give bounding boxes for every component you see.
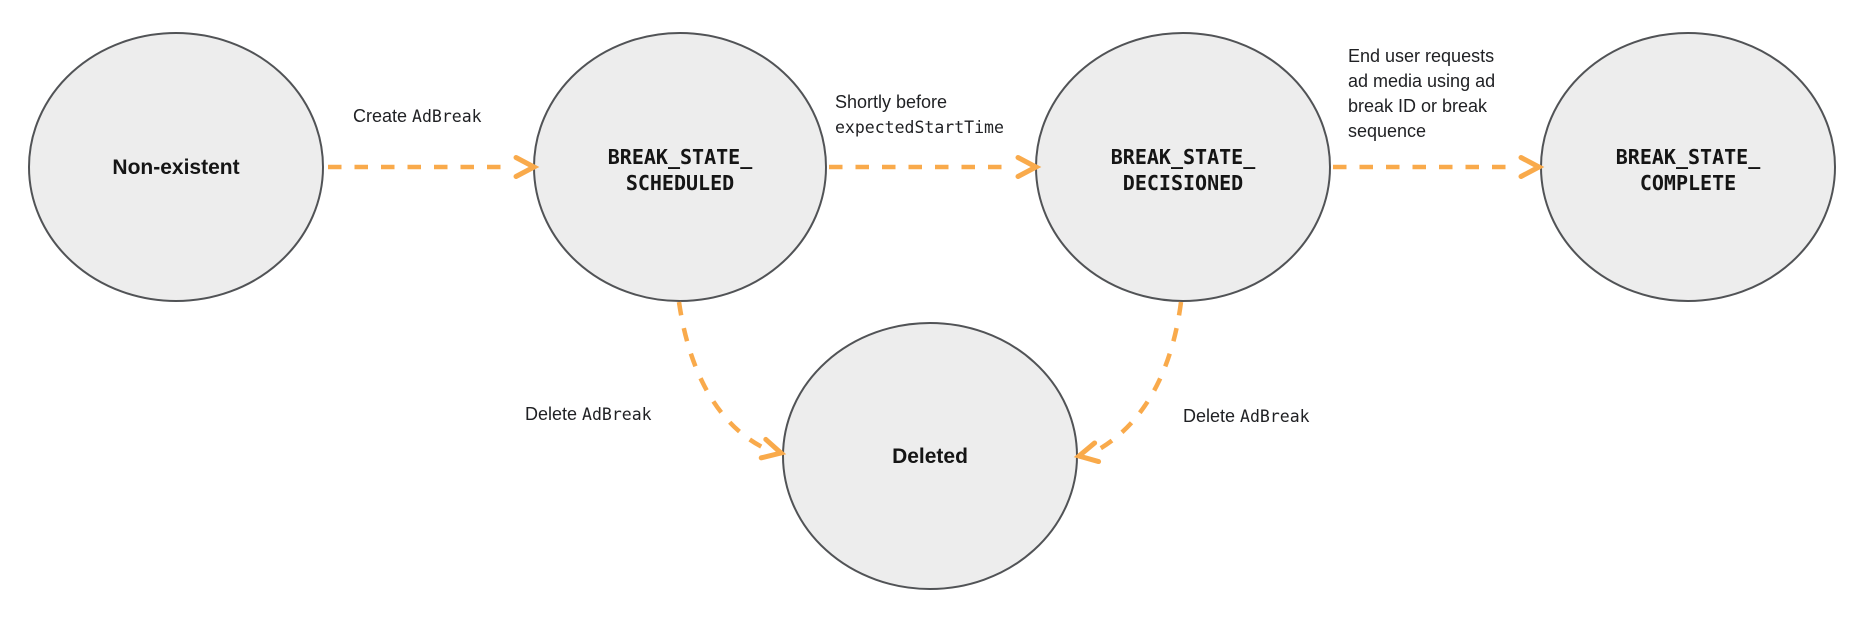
edge-label-plain-text: Create: [353, 106, 413, 126]
edge-label-code-text: AdBreak: [412, 107, 482, 126]
edge-label-code-text: expectedStartTime: [835, 118, 1004, 137]
edge-label-end-user-requests: End user requests ad media using ad brea…: [1348, 44, 1495, 144]
node-label-line1: BREAK_STATE_: [1110, 145, 1256, 169]
edge-create-adbreak-arrowhead-icon: [513, 155, 540, 179]
edge-label-delete-adbreak-left: Delete AdBreak: [525, 402, 652, 427]
node-label-break-state-scheduled: BREAK_STATE_ SCHEDULED: [608, 144, 753, 196]
edge-delete-adbreak-left-line: [676, 301, 767, 452]
edge-shortly-before-arrowhead-icon: [1015, 155, 1042, 179]
edge-label-plain-text: Delete: [525, 404, 583, 424]
node-label-line2: DECISIONED: [1122, 171, 1244, 195]
edge-label-line: break ID or break: [1348, 96, 1488, 116]
edge-label-code-text: AdBreak: [1240, 407, 1310, 426]
node-non-existent: [28, 32, 324, 302]
edge-end-user-requests-arrowhead-icon: [1518, 155, 1545, 179]
edge-label-plain-text: Delete: [1183, 406, 1241, 426]
node-label-deleted: Deleted: [892, 445, 968, 468]
edge-label-shortly-before: Shortly before expectedStartTime: [835, 90, 1004, 140]
node-label-line2: COMPLETE: [1639, 171, 1737, 195]
node-label-line2: SCHEDULED: [625, 171, 735, 195]
node-label-line1: BREAK_STATE_: [607, 145, 753, 169]
edge-label-plain-text: Shortly before: [835, 92, 948, 112]
edge-label-line: End user requests: [1348, 46, 1495, 66]
edge-label-delete-adbreak-right: Delete AdBreak: [1183, 404, 1310, 429]
node-label-line1: BREAK_STATE_: [1615, 145, 1761, 169]
edge-label-line: sequence: [1348, 121, 1427, 141]
edge-delete-adbreak-left-arrowhead-icon: [758, 436, 787, 461]
node-label-non-existent: Non-existent: [112, 156, 240, 179]
edge-label-code-text: AdBreak: [582, 405, 652, 424]
edge-label-create-adbreak: Create AdBreak: [353, 104, 482, 129]
edge-label-line: ad media using ad: [1348, 71, 1496, 91]
edge-delete-adbreak-right-line: [1092, 301, 1184, 454]
edge-delete-adbreak-right-arrowhead-icon: [1073, 440, 1102, 465]
node-label-break-state-complete: BREAK_STATE_ COMPLETE: [1616, 144, 1761, 196]
node-label-break-state-decisioned: BREAK_STATE_ DECISIONED: [1111, 144, 1256, 196]
